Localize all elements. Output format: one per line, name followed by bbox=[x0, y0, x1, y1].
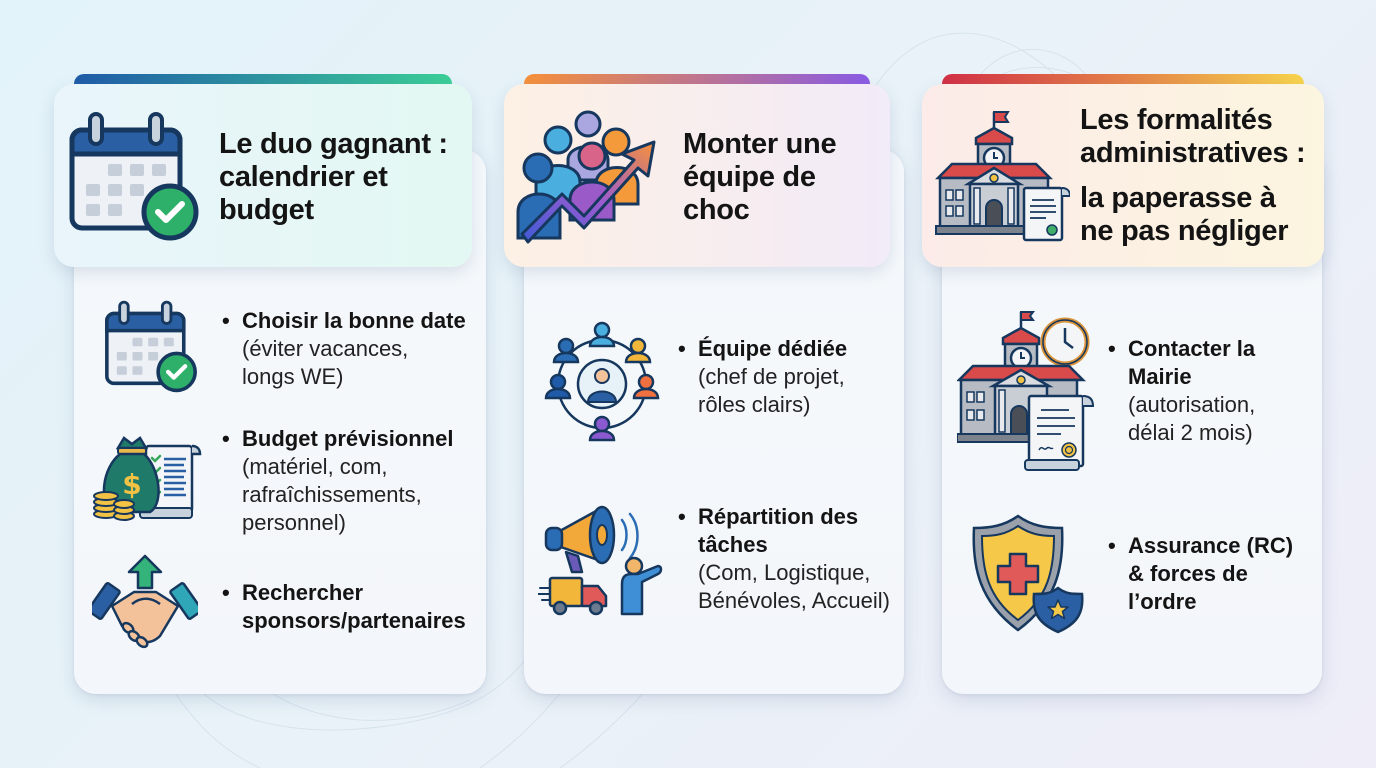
item-title: tâches bbox=[698, 532, 768, 557]
title-line: la paperasse à bbox=[1080, 182, 1276, 214]
item-detail: (Com, Logistique, bbox=[698, 560, 871, 585]
header-card: Le duo gagnant : calendrier et budget bbox=[54, 84, 472, 267]
title-subline-group: la paperasse à ne pas négliger bbox=[1080, 182, 1320, 248]
item-title: Budget prévisionnel bbox=[242, 426, 454, 451]
item-detail: rôles clairs) bbox=[698, 392, 811, 417]
title-line: choc bbox=[683, 194, 750, 226]
item-title: Équipe dédiée bbox=[698, 336, 848, 361]
bullet: • bbox=[678, 504, 686, 529]
item-title: Assurance (RC) bbox=[1128, 533, 1294, 558]
column-title: Les formalités administratives : la pape… bbox=[1080, 104, 1320, 248]
header-card: Monter une équipe de choc bbox=[504, 84, 890, 267]
title-line: ne pas négliger bbox=[1080, 215, 1289, 247]
item-title: Contacter la bbox=[1128, 336, 1256, 361]
megaphone-truck-person-icon bbox=[538, 505, 663, 616]
town-hall-clock-document-icon bbox=[957, 311, 1095, 471]
title-line: calendrier et bbox=[219, 161, 388, 193]
title-line: Le duo gagnant : bbox=[219, 128, 448, 160]
money-bag-checklist-icon: $ bbox=[93, 436, 202, 521]
bullet: • bbox=[222, 426, 230, 451]
shield-insurance-police-icon bbox=[972, 514, 1084, 634]
calendar-check-icon bbox=[105, 300, 197, 393]
item-detail: délai 2 mois) bbox=[1128, 420, 1253, 445]
column-title: Monter une équipe de choc bbox=[683, 128, 883, 227]
item-title: l’ordre bbox=[1128, 589, 1197, 614]
bullet: • bbox=[222, 580, 230, 605]
item-title: Choisir la bonne date bbox=[242, 308, 466, 333]
title-line: budget bbox=[219, 194, 314, 226]
title-line: administratives : bbox=[1080, 137, 1306, 169]
title-line: Monter une bbox=[683, 128, 837, 160]
svg-text:$: $ bbox=[122, 468, 141, 501]
title-line: Les formalités bbox=[1080, 104, 1273, 136]
item-title: Répartition des bbox=[698, 504, 859, 529]
bullet: • bbox=[1108, 533, 1116, 558]
item-title: Mairie bbox=[1128, 364, 1192, 389]
item-detail: Bénévoles, Accueil) bbox=[698, 588, 890, 613]
item-title: & forces de bbox=[1128, 561, 1248, 586]
item-detail: longs WE) bbox=[242, 364, 344, 389]
calendar-check-icon bbox=[69, 112, 199, 241]
bullet: • bbox=[222, 308, 230, 333]
team-network-icon bbox=[544, 321, 660, 442]
handshake-growth-icon bbox=[92, 554, 198, 649]
item-detail: (chef de projet, bbox=[698, 364, 845, 389]
town-hall-document-icon bbox=[934, 111, 1070, 242]
item-detail: rafraîchissements, bbox=[242, 482, 422, 507]
title-line: équipe de bbox=[683, 161, 816, 193]
item-title: sponsors/partenaires bbox=[242, 608, 466, 633]
item-detail: (matériel, com, bbox=[242, 454, 388, 479]
item-detail: personnel) bbox=[242, 510, 346, 535]
bullet: • bbox=[678, 336, 686, 361]
bullet: • bbox=[1108, 336, 1116, 361]
column-title: Le duo gagnant : calendrier et budget bbox=[219, 128, 469, 227]
item-detail: (éviter vacances, bbox=[242, 336, 409, 361]
item-title: Rechercher bbox=[242, 580, 364, 605]
item-detail: (autorisation, bbox=[1128, 392, 1256, 417]
team-growth-arrow-icon bbox=[516, 110, 656, 244]
header-card: Les formalités administratives : la pape… bbox=[922, 84, 1324, 267]
